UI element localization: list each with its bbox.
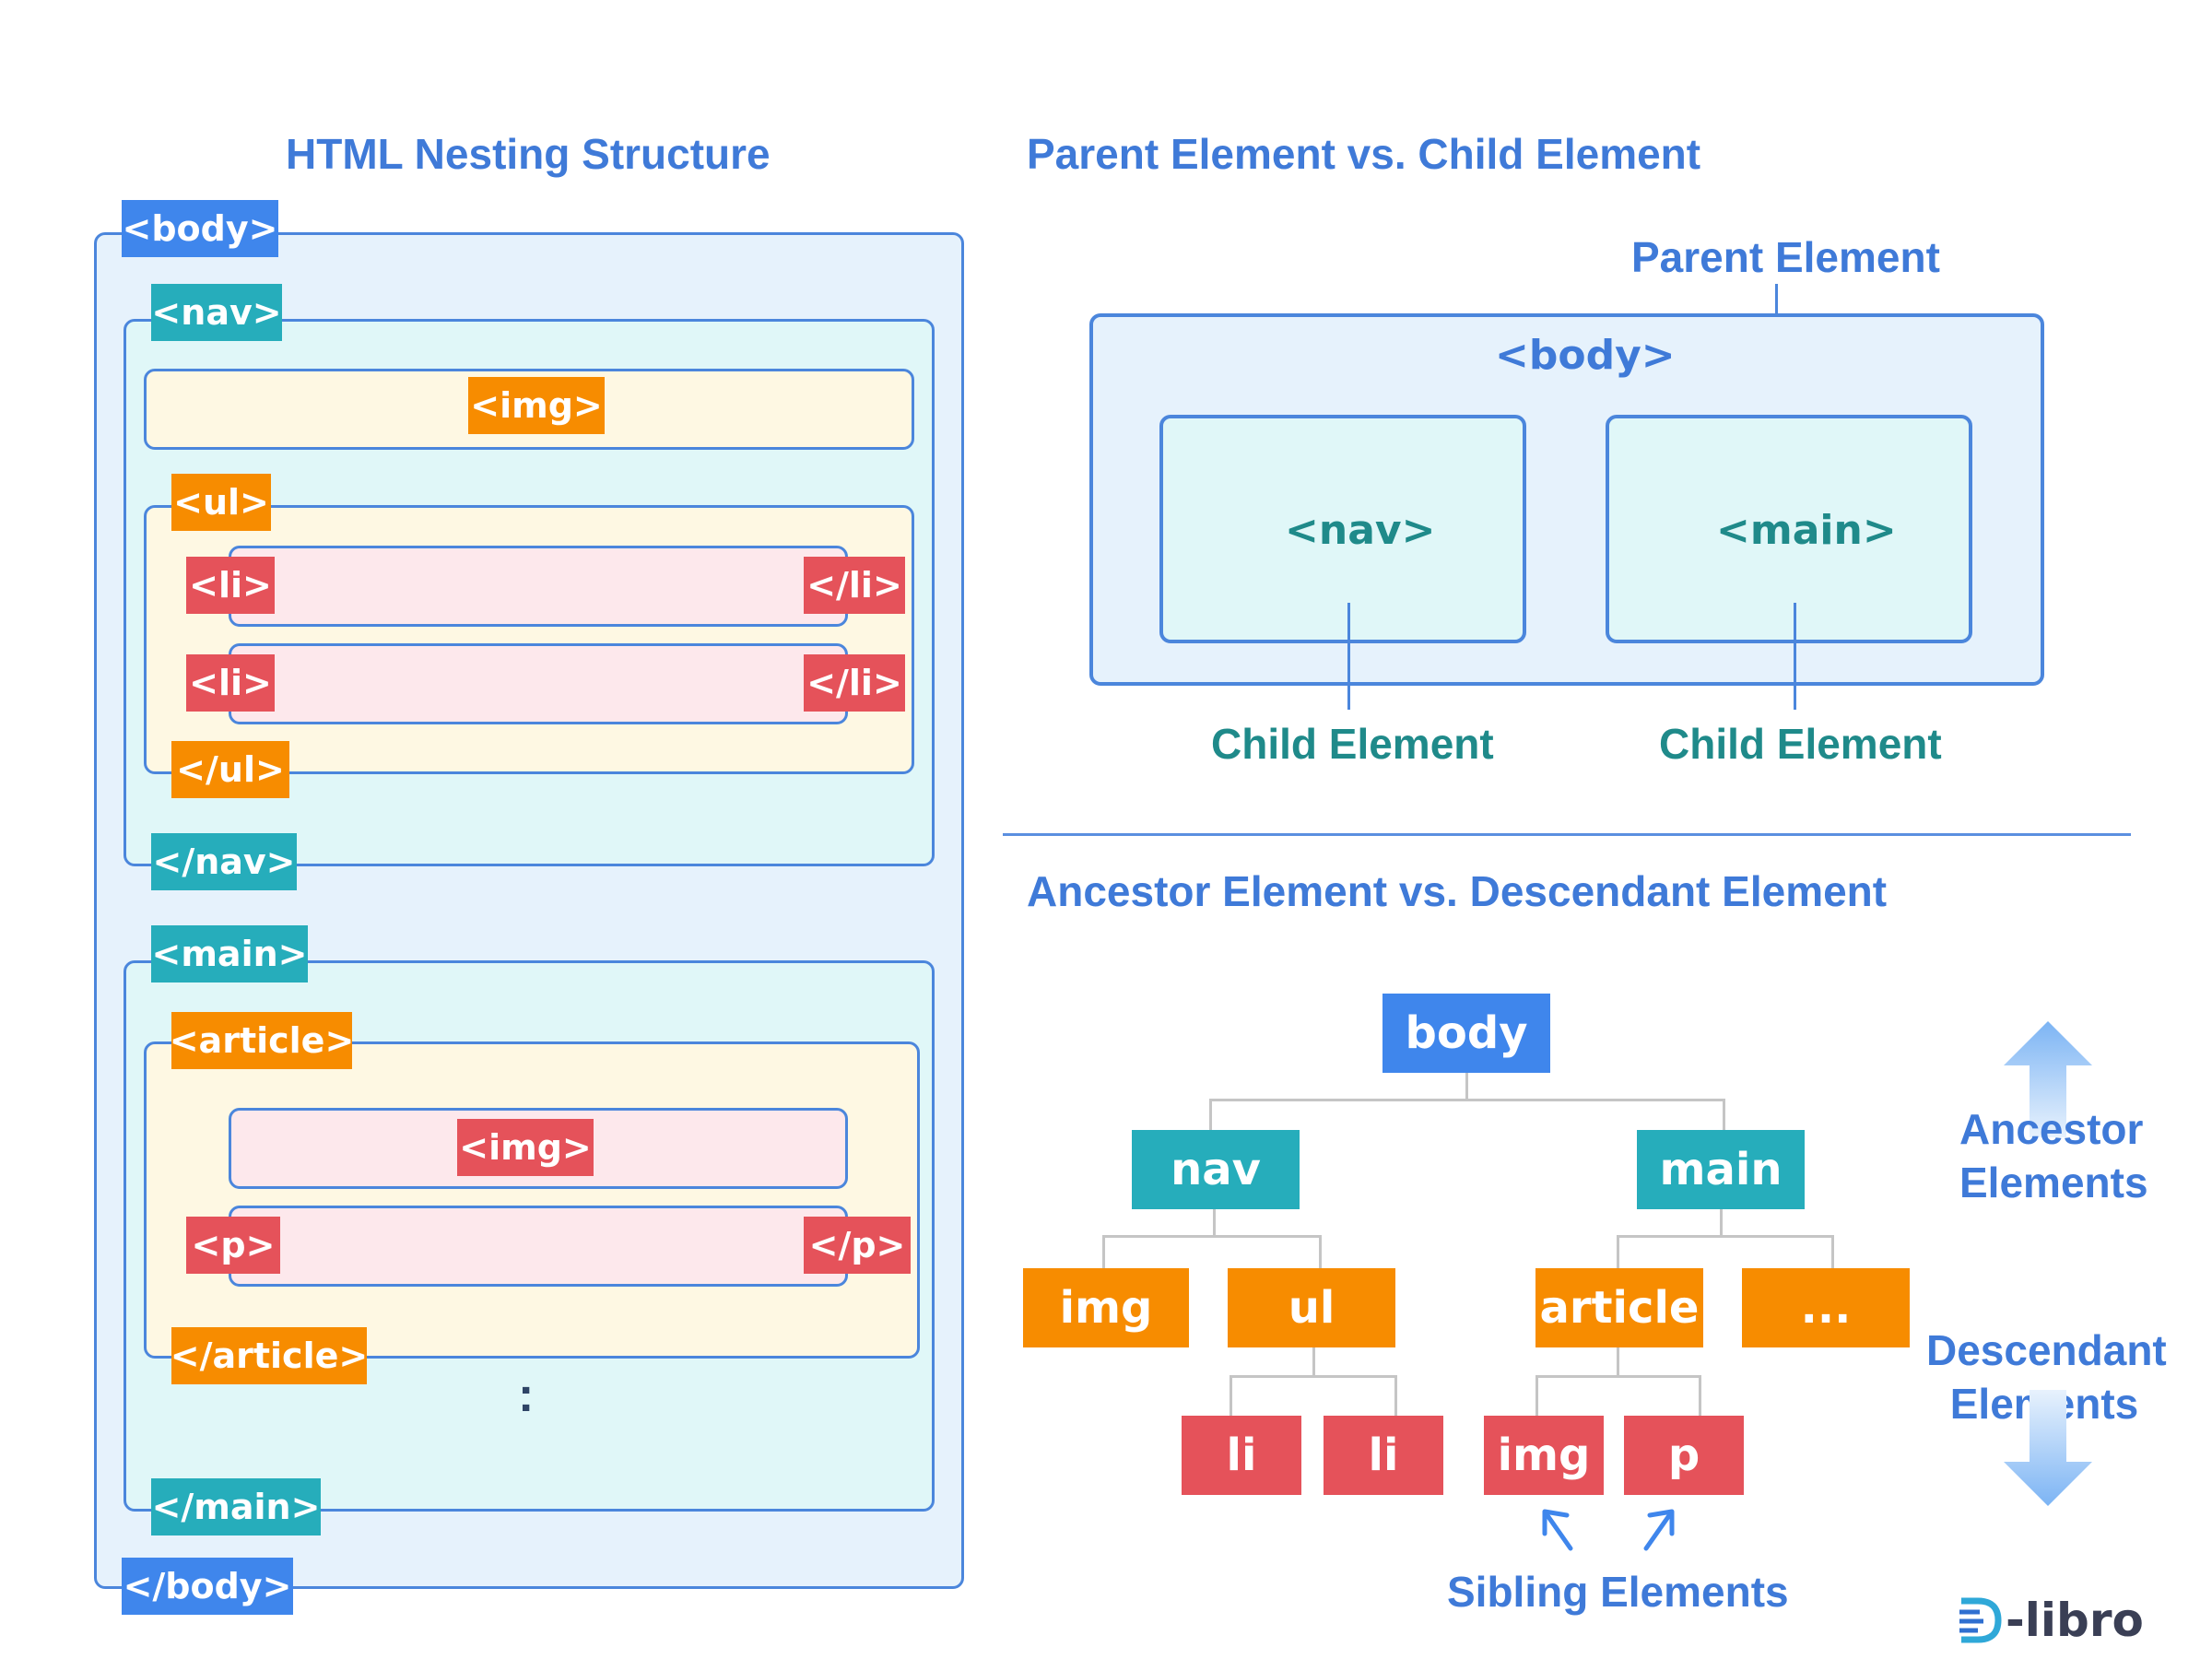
main-open-tag: <main> — [151, 925, 308, 982]
tree-line — [1535, 1375, 1538, 1418]
tree-line — [1213, 1207, 1216, 1237]
p-row — [229, 1206, 848, 1287]
logo-text: -libro — [2006, 1594, 2144, 1647]
tree-line — [1617, 1235, 1619, 1268]
parent-child-title: Parent Element vs. Child Element — [1027, 130, 1701, 178]
ul-open-tag: <ul> — [171, 474, 271, 531]
child-element-label-2: Child Element — [1659, 720, 1942, 768]
tree-line — [1535, 1375, 1701, 1378]
body-open-tag: <body> — [122, 200, 278, 257]
tree-node-img-2: img — [1484, 1416, 1604, 1495]
tree-line — [1617, 1346, 1619, 1377]
article-img-tag: <img> — [457, 1119, 594, 1176]
li-close-tag-2: </li> — [804, 654, 905, 712]
tree-line — [1465, 1071, 1468, 1100]
nesting-title: HTML Nesting Structure — [286, 130, 771, 178]
descendant-label-line-1: Descendant — [1926, 1326, 2167, 1374]
dlibro-logo: -libro — [1954, 1594, 2144, 1647]
p-close-tag: </p> — [804, 1217, 911, 1274]
tree-line — [1720, 1207, 1723, 1237]
ancestor-elements-label: Ancestor Elements — [1959, 1102, 2148, 1209]
article-open-tag: <article> — [170, 1012, 354, 1069]
tree-line — [1102, 1235, 1322, 1238]
tree-line — [1319, 1235, 1322, 1268]
child-pointer-line-1 — [1347, 603, 1350, 710]
ul-close-tag: </ul> — [171, 741, 289, 798]
ancestor-label-line-2: Elements — [1959, 1159, 2148, 1206]
parent-body-label: <body> — [1495, 332, 1676, 379]
down-arrow-icon — [2004, 1390, 2092, 1506]
tree-node-li-1: li — [1182, 1416, 1301, 1495]
nav-close-tag: </nav> — [151, 833, 297, 890]
tree-line — [1102, 1235, 1105, 1268]
child-nav-label: <nav> — [1285, 507, 1436, 554]
parent-element-label: Parent Element — [1631, 233, 1940, 281]
article-region — [144, 1041, 920, 1359]
nav-open-tag: <nav> — [151, 284, 282, 341]
body-close-tag: </body> — [122, 1558, 293, 1615]
up-arrow-icon — [2004, 1021, 2092, 1137]
tree-line — [1699, 1375, 1701, 1418]
main-close-tag: </main> — [151, 1478, 321, 1535]
ancestor-label-line-1: Ancestor — [1959, 1105, 2144, 1153]
parent-pointer-line — [1775, 284, 1778, 341]
nav-img-tag: <img> — [468, 377, 605, 434]
tree-node-p: p — [1624, 1416, 1744, 1495]
tree-line — [1723, 1099, 1725, 1130]
tree-line — [1831, 1235, 1834, 1268]
child-pointer-line-2 — [1794, 603, 1796, 710]
child-nav-box — [1159, 415, 1526, 643]
tree-line — [1230, 1375, 1232, 1418]
li-close-tag-1: </li> — [804, 557, 905, 614]
li-row-1 — [229, 546, 848, 627]
tree-line — [1617, 1235, 1834, 1238]
article-close-tag: </article> — [171, 1327, 368, 1384]
ellipsis-indicator: : — [518, 1369, 535, 1422]
li-open-tag-2: <li> — [186, 654, 275, 712]
tree-node-ul: ul — [1228, 1268, 1395, 1347]
tree-node-li-2: li — [1324, 1416, 1443, 1495]
sibling-elements-label: Sibling Elements — [1447, 1568, 1789, 1616]
li-open-tag-1: <li> — [186, 557, 275, 614]
tree-line — [1209, 1099, 1725, 1101]
tree-node-img: img — [1023, 1268, 1189, 1347]
li-row-2 — [229, 643, 848, 724]
sibling-arrow-icon — [1643, 1509, 1675, 1551]
tree-line — [1230, 1375, 1397, 1378]
p-open-tag: <p> — [186, 1217, 280, 1274]
tree-line — [1312, 1346, 1315, 1377]
tree-line — [1209, 1099, 1212, 1130]
child-element-label-1: Child Element — [1211, 720, 1494, 768]
ancestor-title: Ancestor Element vs. Descendant Element — [1027, 867, 1888, 915]
tree-node-article: article — [1535, 1268, 1703, 1347]
tree-line — [1394, 1375, 1397, 1418]
section-divider — [1003, 833, 2131, 836]
tree-node-body: body — [1382, 994, 1550, 1073]
tree-node-more: ... — [1742, 1268, 1910, 1347]
tree-node-nav: nav — [1132, 1130, 1300, 1209]
child-main-label: <main> — [1716, 507, 1897, 554]
d-logo-icon — [1959, 1597, 2002, 1643]
child-main-box — [1606, 415, 1972, 643]
sibling-arrow-icon — [1542, 1509, 1573, 1551]
tree-node-main: main — [1637, 1130, 1805, 1209]
